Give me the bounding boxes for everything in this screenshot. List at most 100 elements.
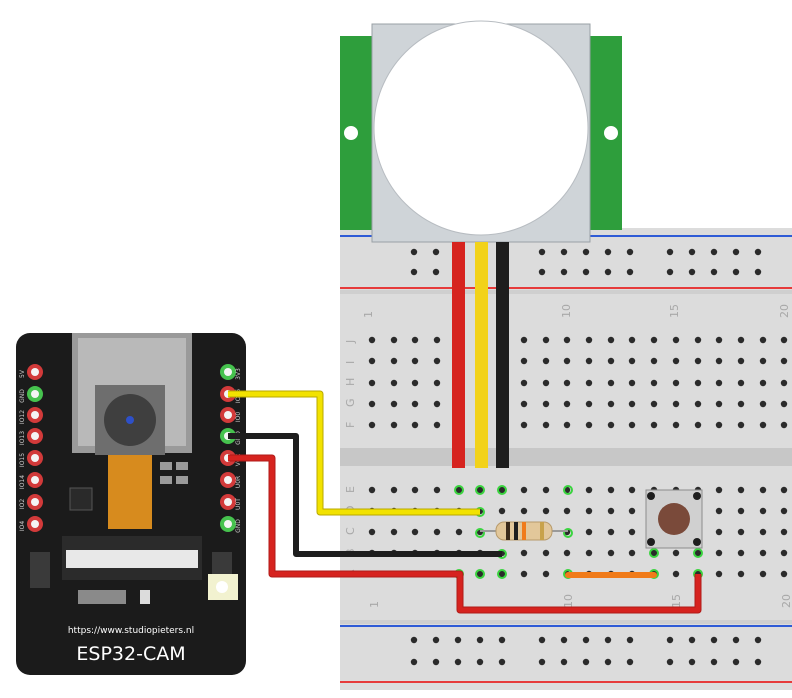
breadboard-hole: [560, 248, 568, 256]
breadboard-hole: [410, 636, 418, 644]
breadboard-hole: [433, 421, 441, 429]
breadboard-hole: [780, 357, 788, 365]
breadboard-hole: [411, 357, 419, 365]
col-number-bottom-15: 15: [670, 594, 683, 608]
breadboard-hole: [368, 528, 376, 536]
breadboard: 1 10 15 20 1 10 15 20 J I H G F E D C B …: [340, 228, 792, 690]
breadboard-hole: [737, 570, 745, 578]
breadboard-hole: [563, 357, 571, 365]
breadboard-hole: [476, 658, 484, 666]
breadboard-hole: [732, 268, 740, 276]
pin-label-left-2: IO12: [19, 410, 26, 424]
pin-left-1-pad: [31, 390, 39, 398]
breadboard-hole: [542, 486, 550, 494]
breadboard-hole: [759, 336, 767, 344]
breadboard-hole: [585, 549, 593, 557]
breadboard-hole: [538, 248, 546, 256]
connection-marker: [563, 485, 573, 495]
breadboard-hole: [538, 636, 546, 644]
col-number-bottom-1: 1: [368, 601, 381, 608]
row-letter-f: F: [344, 422, 357, 428]
breadboard-hole: [737, 528, 745, 536]
breadboard-hole: [498, 507, 506, 515]
smd-small: [140, 590, 150, 604]
breadboard-hole: [476, 486, 484, 494]
breadboard-hole: [672, 336, 680, 344]
breadboard-hole: [607, 336, 615, 344]
breadboard-hole: [780, 486, 788, 494]
breadboard-hole: [585, 421, 593, 429]
pin-left-0-pad: [31, 368, 39, 376]
breadboard-hole: [666, 658, 674, 666]
breadboard-hole: [737, 507, 745, 515]
breadboard-hole: [520, 549, 528, 557]
connection-marker: [693, 548, 703, 558]
breadboard-hole: [542, 357, 550, 365]
breadboard-hole: [759, 421, 767, 429]
breadboard-hole: [476, 636, 484, 644]
pin-right-0-pad: [224, 368, 232, 376]
breadboard-hole: [715, 357, 723, 365]
breadboard-hole: [754, 636, 762, 644]
camera-ribbon: [108, 455, 152, 529]
button-corner-1: [647, 492, 655, 500]
connection-marker: [475, 485, 485, 495]
pin-left-3-pad: [31, 432, 39, 440]
pin-right-7-pad: [224, 520, 232, 528]
pin-left-5-pad: [31, 476, 39, 484]
pin-right-5-pad: [224, 476, 232, 484]
smd-component-4: [176, 476, 188, 484]
breadboard-hole: [732, 658, 740, 666]
breadboard-hole: [780, 570, 788, 578]
breadboard-hole: [672, 400, 680, 408]
breadboard-hole: [672, 570, 680, 578]
center-channel: [340, 448, 792, 466]
breadboard-hole: [780, 400, 788, 408]
breadboard-hole: [607, 507, 615, 515]
breadboard-hole: [433, 528, 441, 536]
row-letter-i: I: [344, 361, 357, 364]
breadboard-hole: [628, 357, 636, 365]
wire-black-gnd: [228, 433, 502, 557]
breadboard-hole: [560, 636, 568, 644]
breadboard-hole: [715, 570, 723, 578]
breadboard-hole: [672, 357, 680, 365]
breadboard-hole: [672, 379, 680, 387]
pin-label-left-7: IO4: [19, 521, 26, 531]
connection-marker: [497, 569, 507, 579]
board-title: ESP32-CAM: [76, 643, 185, 665]
pin-left-2-pad: [31, 411, 39, 419]
breadboard-hole: [433, 486, 441, 494]
breadboard-hole: [563, 336, 571, 344]
breadboard-hole: [694, 549, 702, 557]
breadboard-hole: [368, 486, 376, 494]
button-cap: [658, 503, 690, 535]
breadboard-hole: [432, 268, 440, 276]
row-letter-h: H: [344, 378, 357, 386]
breadboard-hole: [520, 379, 528, 387]
connection-marker: [475, 528, 485, 538]
breadboard-hole: [604, 268, 612, 276]
breadboard-hole: [666, 636, 674, 644]
breadboard-hole: [607, 528, 615, 536]
breadboard-hole: [759, 570, 767, 578]
pin-label-left-3: IO13: [19, 431, 26, 445]
breadboard-hole: [604, 248, 612, 256]
breadboard-hole: [368, 357, 376, 365]
breadboard-hole: [585, 336, 593, 344]
breadboard-hole: [432, 248, 440, 256]
breadboard-hole: [563, 421, 571, 429]
connection-marker: [497, 485, 507, 495]
breadboard-hole: [520, 400, 528, 408]
col-number-top-1: 1: [362, 311, 375, 318]
breadboard-hole: [780, 336, 788, 344]
breadboard-hole: [585, 528, 593, 536]
breadboard-hole: [694, 357, 702, 365]
breadboard-hole: [759, 400, 767, 408]
pin-left-6-pad: [31, 498, 39, 506]
breadboard-hole: [585, 400, 593, 408]
breadboard-hole: [737, 549, 745, 557]
pir-lead-out: [475, 242, 488, 468]
